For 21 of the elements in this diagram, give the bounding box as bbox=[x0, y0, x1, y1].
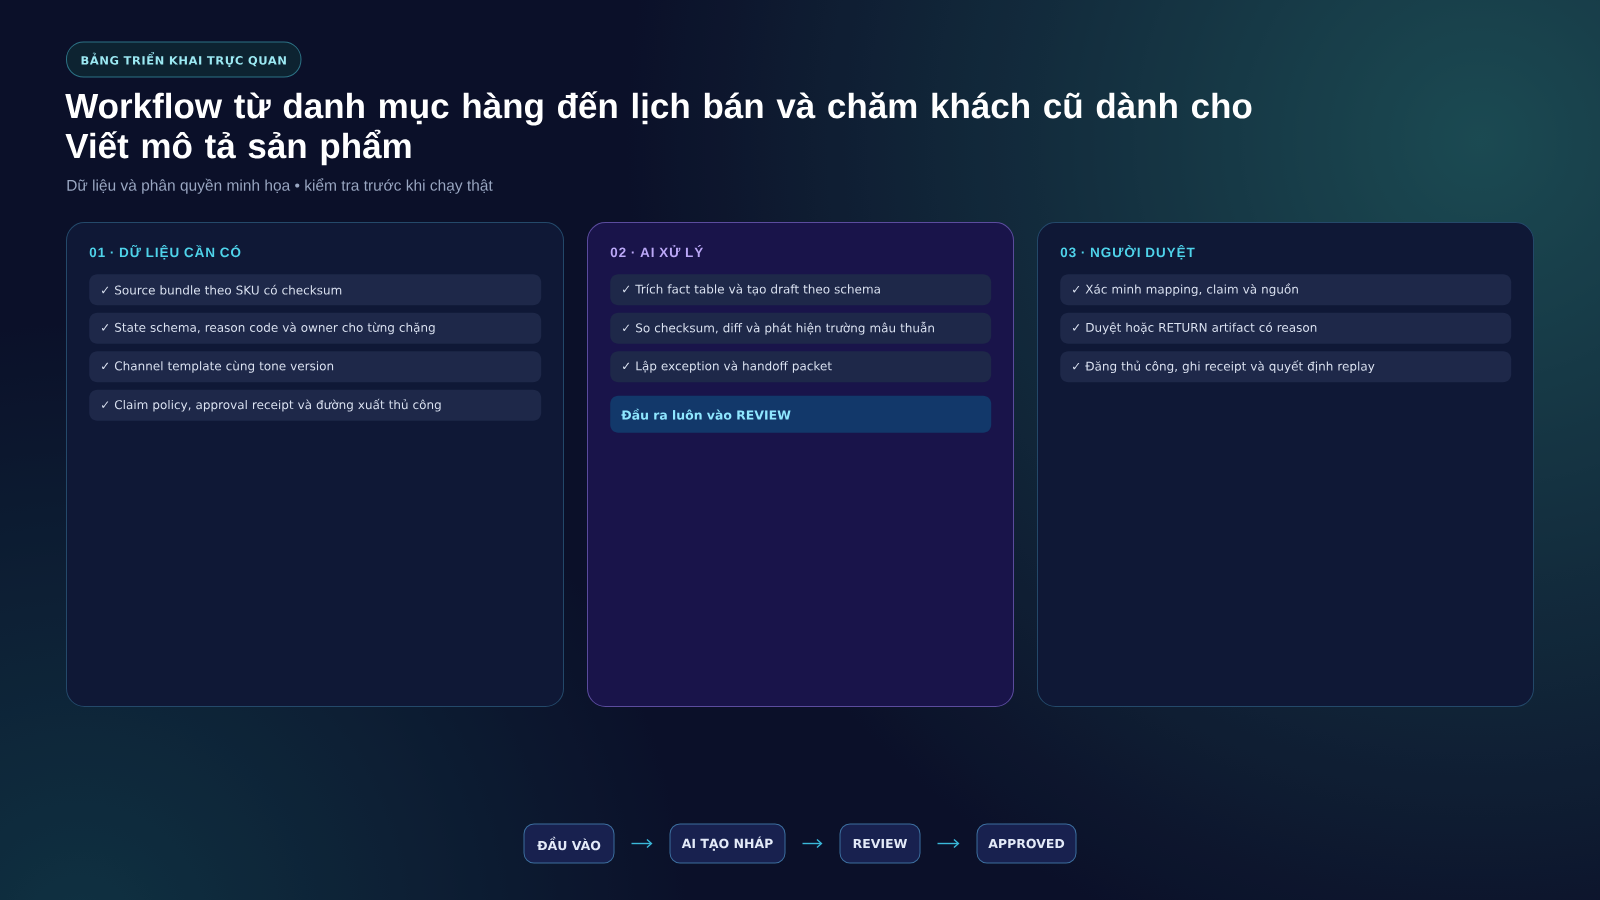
flow-arrow bbox=[936, 838, 960, 849]
checklist-item: ✓ Xác minh mapping, claim và nguồn bbox=[1060, 274, 1512, 306]
checklist-item: ✓ Claim policy, approval receipt và đường xuất thủ công bbox=[89, 389, 542, 421]
stage-box: ĐẦU VÀO bbox=[523, 823, 615, 864]
checklist-item: ✓ Duyệt hoặc RETURN artifact có reason bbox=[1060, 312, 1512, 344]
checklist-item: ✓ Source bundle theo SKU có checksum bbox=[89, 274, 542, 306]
checklist-item: ✓ Trích fact table và tạo draft theo schema bbox=[610, 274, 992, 306]
subtitle: Dữ liệu và phân quyền minh họa • kiểm tra trước khi chạy thật bbox=[67, 178, 493, 194]
flow-arrow bbox=[630, 838, 653, 849]
stage-box: AI TẠO NHÁP bbox=[669, 823, 786, 864]
header-tag: BẢNG TRIỂN KHAI TRỰC QUAN bbox=[66, 41, 302, 78]
checklist-item: ✓ Đăng thủ công, ghi receipt và quyết định replay bbox=[1060, 351, 1512, 383]
checklist-item: ✓ So checksum, diff và phát hiện trường mâu thuẫn bbox=[610, 312, 992, 344]
title: Workflow từ danh mục hàng đến lịch bán và chăm khách cũ dành cho Viết mô tả sản phẩm bbox=[65, 91, 1252, 166]
flow-arrow bbox=[801, 838, 823, 849]
highlight-box: Đầu ra luôn vào REVIEW bbox=[610, 395, 992, 433]
checklist-item: ✓ Lập exception và handoff packet bbox=[610, 351, 992, 383]
stage-box: APPROVED bbox=[976, 823, 1077, 864]
checklist-item: ✓ State schema, reason code và owner cho từng chặng bbox=[89, 312, 542, 344]
checklist-item: ✓ Channel template cùng tone version bbox=[89, 351, 542, 383]
stage-box: REVIEW bbox=[839, 823, 921, 864]
